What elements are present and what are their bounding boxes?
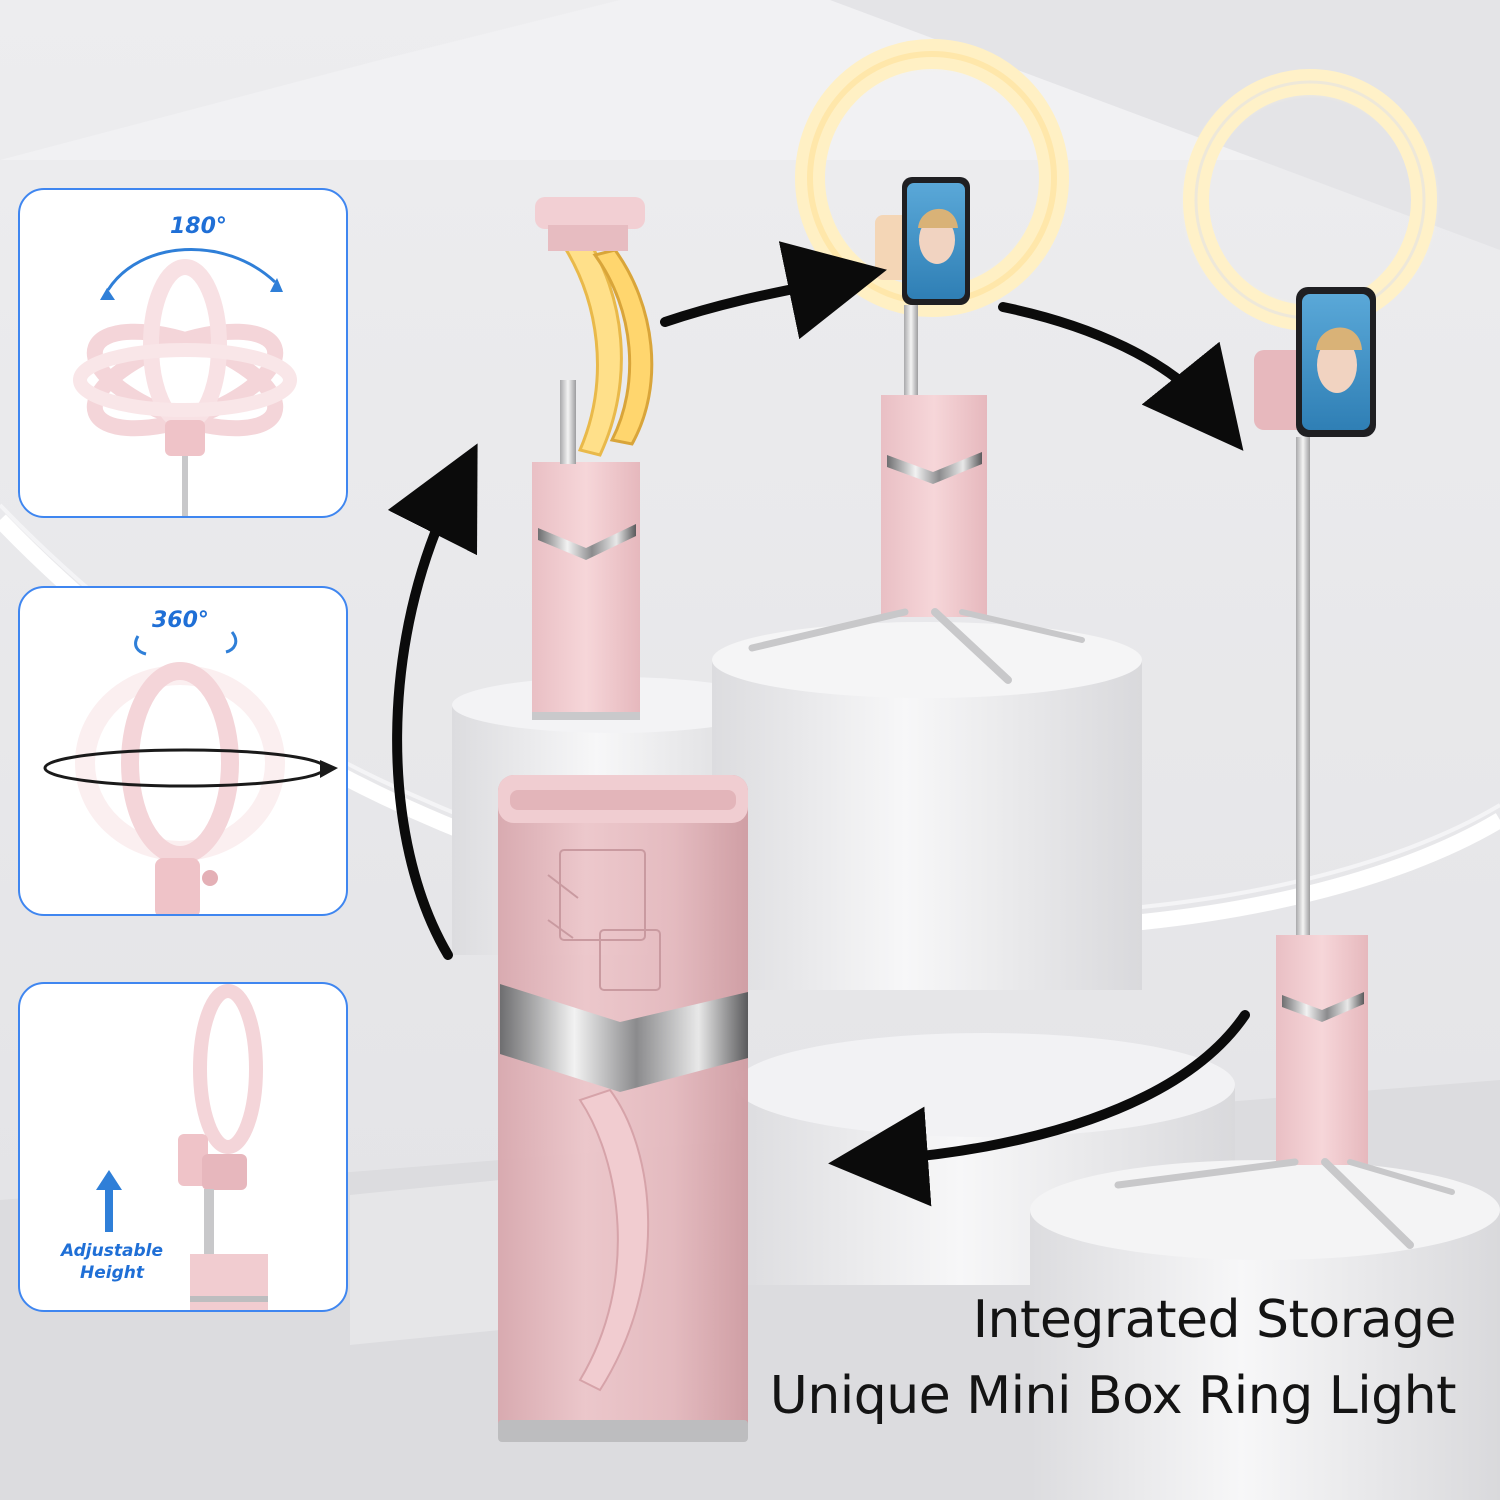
feature-panel-spin: 360° [18, 586, 348, 916]
adjustable-height-line2: Height [80, 1263, 144, 1283]
storage-box [498, 775, 748, 1442]
spin-angle-label: 360° [152, 608, 209, 633]
tilt-rotation-icon [73, 247, 297, 516]
adjustable-height-label: Adjustable Height [42, 1240, 182, 1284]
arrow-right-2 [998, 302, 1244, 451]
tilt-angle-label: 180° [170, 214, 227, 239]
headline-line-1: Integrated Storage [972, 1290, 1457, 1350]
arrow-left [828, 1010, 1250, 1207]
arrow-right-1 [660, 241, 887, 340]
folding-stand [532, 197, 654, 720]
height-adjust-illustration [96, 984, 268, 1310]
adjustable-height-line1: Adjustable [61, 1241, 163, 1261]
spin-rotation-icon [43, 631, 338, 914]
feature-panel-height: Adjustable Height [18, 982, 348, 1312]
up-arrow-icon [96, 1170, 122, 1232]
headline-line-2: Unique Mini Box Ring Light [769, 1366, 1457, 1426]
arrow-up [387, 443, 478, 960]
tripod-stand-tall [1114, 69, 1455, 1249]
feature-panel-tilt: 180° [18, 188, 348, 518]
